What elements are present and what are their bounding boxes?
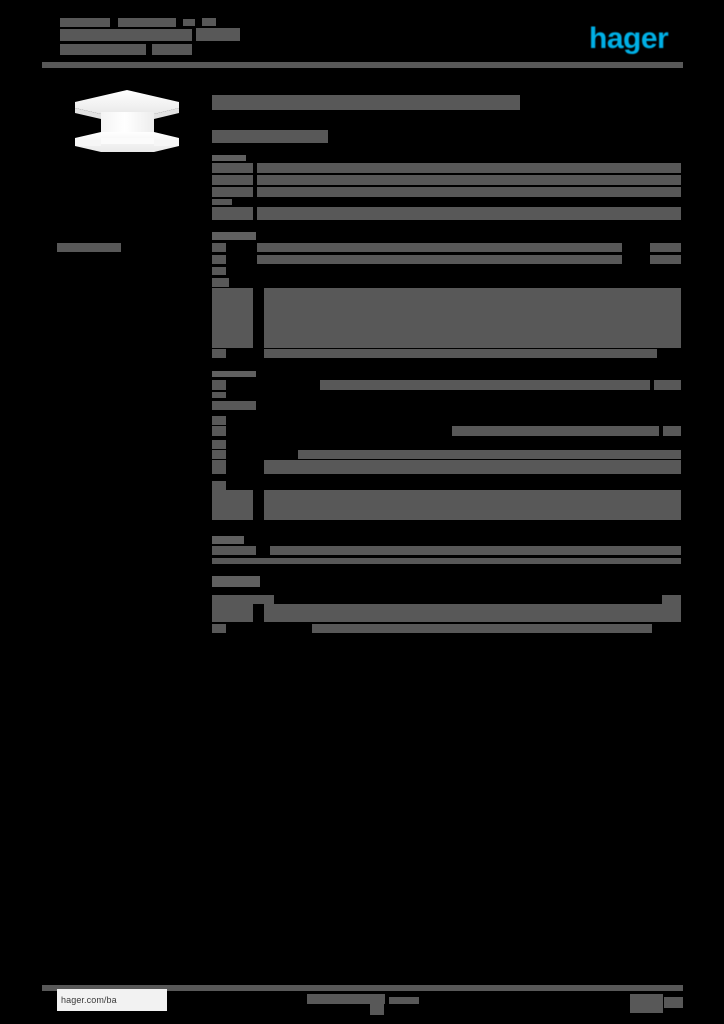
spec-row-4-2-label <box>212 624 226 633</box>
spec-row-3-0-value <box>270 546 681 555</box>
spec-row-1-4-value <box>264 288 681 348</box>
spec-row-4-1-value <box>264 604 681 622</box>
spec-row-2-2-label <box>212 401 256 410</box>
spec-row-2-4-value <box>452 426 659 436</box>
footer-divider <box>42 985 683 991</box>
spec-row-2-4-label <box>212 426 226 436</box>
spec-row-0-0-value <box>257 163 681 173</box>
product-image-cable-trunking-corner <box>75 90 179 152</box>
spec-row-1-1-label <box>212 255 226 264</box>
footer-center-block-1 <box>389 997 419 1004</box>
spec-row-2-5-label <box>212 440 226 449</box>
header-text-block-1 <box>118 18 176 27</box>
spec-row-2-7-label <box>212 460 226 474</box>
spec-row-1-1-unit <box>650 255 681 264</box>
spec-row-0-1-value <box>257 175 681 185</box>
spec-row-1-0-value <box>257 243 622 252</box>
spec-row-1-5-value <box>264 349 657 358</box>
spec-row-1-5-label <box>212 349 226 358</box>
header-text-block-5 <box>196 28 240 41</box>
header-text-block-6 <box>60 44 146 55</box>
spec-row-0-1-label <box>212 175 253 185</box>
spec-row-0-2-label <box>212 187 253 197</box>
header-text-block-2 <box>183 19 195 26</box>
spec-row-0-2-value <box>257 187 681 197</box>
spec-row-2-6-label <box>212 450 226 459</box>
spec-row-2-4-unit <box>663 426 681 436</box>
sidebar-label-block-0 <box>57 243 121 252</box>
footer-website-link[interactable]: hager.com/ba <box>57 989 167 1011</box>
header-text-block-0 <box>60 18 110 27</box>
spec-row-2-8-label <box>212 481 226 490</box>
spec-row-2-9-value <box>264 490 681 520</box>
spec-row-1-4-label <box>212 288 253 348</box>
spec-row-1-0-unit <box>650 243 681 252</box>
spec-row-3-1-value <box>216 558 681 564</box>
spec-row-1-1-value <box>257 255 622 264</box>
spec-row-3-0-label <box>212 546 256 555</box>
section-heading-3-0 <box>212 536 244 544</box>
spec-row-2-0-unit <box>654 380 681 390</box>
section-heading-2-0 <box>212 371 256 377</box>
spec-row-2-6-value <box>298 450 681 459</box>
spec-row-0-3-label <box>212 199 232 205</box>
spec-row-2-9-label <box>212 490 253 520</box>
product-title-redacted <box>212 95 520 110</box>
header-text-block-7 <box>152 44 192 55</box>
spec-row-2-3-label <box>212 416 226 425</box>
spec-row-4-1-label <box>212 604 253 622</box>
hager-logo: hager <box>589 22 669 55</box>
footer-center-block-2 <box>370 1004 384 1015</box>
header-text-block-4 <box>60 29 192 41</box>
spec-row-2-0-label <box>212 380 226 390</box>
spec-row-2-0-value <box>320 380 650 390</box>
spec-row-4-0-unit <box>662 595 681 604</box>
footer-right-block-1 <box>664 997 683 1008</box>
spec-row-1-0-label <box>212 243 226 252</box>
footer-center-block-0 <box>307 994 385 1004</box>
spec-row-1-3-label <box>212 278 229 287</box>
footer-right-block-0 <box>630 994 663 1013</box>
spec-row-4-2-value <box>312 624 652 633</box>
spec-row-2-1-label <box>212 392 226 398</box>
header-divider <box>42 62 683 68</box>
section-heading-1-0 <box>212 232 256 240</box>
spec-row-0-0-label <box>212 163 253 173</box>
spec-row-4-0-label <box>212 595 274 604</box>
spec-row-2-7-value <box>264 460 681 474</box>
spec-row-0-4-value <box>257 207 681 220</box>
section-heading-0-0 <box>212 155 246 161</box>
section-heading-4-0 <box>212 576 260 587</box>
product-subtitle-redacted <box>212 130 328 143</box>
spec-row-1-2-label <box>212 267 226 275</box>
spec-row-0-4-label <box>212 207 253 220</box>
header-text-block-3 <box>202 18 216 26</box>
